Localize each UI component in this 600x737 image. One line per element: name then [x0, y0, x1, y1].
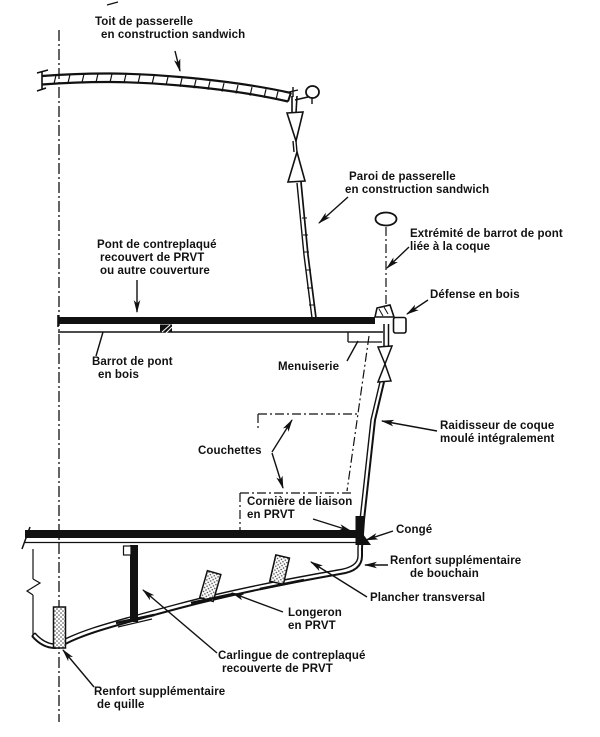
keel-reinforcement: [52, 606, 67, 649]
label-carlingue: Carlingue de contreplaqué recouverte de …: [218, 650, 366, 675]
leader-carlingue: [142, 589, 218, 654]
label-paroi: Paroi de passerelle en construction sand…: [345, 171, 490, 196]
label-menuiserie: Menuiserie: [278, 361, 340, 373]
label-defense: Défense en bois: [430, 289, 520, 301]
roof-edge-fitting: [288, 85, 320, 104]
label-toit: Toit de passerelle en construction sandw…: [95, 16, 246, 41]
leader-plancher: [310, 561, 368, 598]
stringer-block-2: [268, 553, 291, 586]
label-longeron: Longeron en PRVT: [288, 607, 342, 632]
leader-extremite: [386, 246, 410, 269]
leader-couchettes-1: [271, 419, 293, 453]
leader-toit: [173, 50, 181, 73]
label-pont: Pont de contreplaqué recouvert de PRVT o…: [97, 239, 217, 277]
leader-defense: [406, 299, 429, 315]
label-couchettes: Couchettes: [198, 445, 262, 457]
label-renfort-bouchain: Renfort supplémentaire de bouchain: [390, 555, 522, 580]
leader-raidisseur: [380, 419, 438, 432]
label-plancher: Plancher transversal: [370, 592, 486, 604]
deck: [57, 315, 383, 343]
break-line: [25, 549, 42, 637]
beam-end-oval: [374, 211, 398, 227]
leader-lines: [62, 50, 438, 688]
wood-fender: [392, 316, 407, 334]
bridge-roof: [36, 69, 292, 103]
leader-couchettes-2: [271, 452, 284, 490]
leader-menuiserie: [346, 340, 359, 362]
label-conge: Congé: [396, 524, 433, 536]
leader-paroi: [318, 196, 349, 224]
keelson-web: [115, 545, 155, 628]
label-extremite: Extrémité de barrot de pont liée à la co…: [410, 228, 563, 253]
joining-angle: [355, 516, 364, 545]
berth-outline: [239, 227, 387, 530]
leader-conge: [364, 530, 394, 541]
label-raidisseur: Raidisseur de coque moulé intégralement: [440, 420, 555, 445]
leader-longeron: [230, 592, 284, 613]
bridge-wall: [285, 95, 317, 319]
label-corniere: Cornière de liaison en PRVT: [247, 496, 353, 521]
leader-corniere: [312, 518, 353, 532]
leader-barrot: [95, 331, 104, 357]
stringer-flange-2: [259, 578, 305, 591]
label-barrot: Barrot de pont en bois: [92, 356, 173, 381]
stringer-flange-1: [190, 592, 234, 605]
deck-edge-fitting: [374, 304, 407, 346]
leader-quille: [62, 649, 95, 688]
label-renfort-quille: Renfort supplémentaire de quille: [94, 686, 226, 711]
